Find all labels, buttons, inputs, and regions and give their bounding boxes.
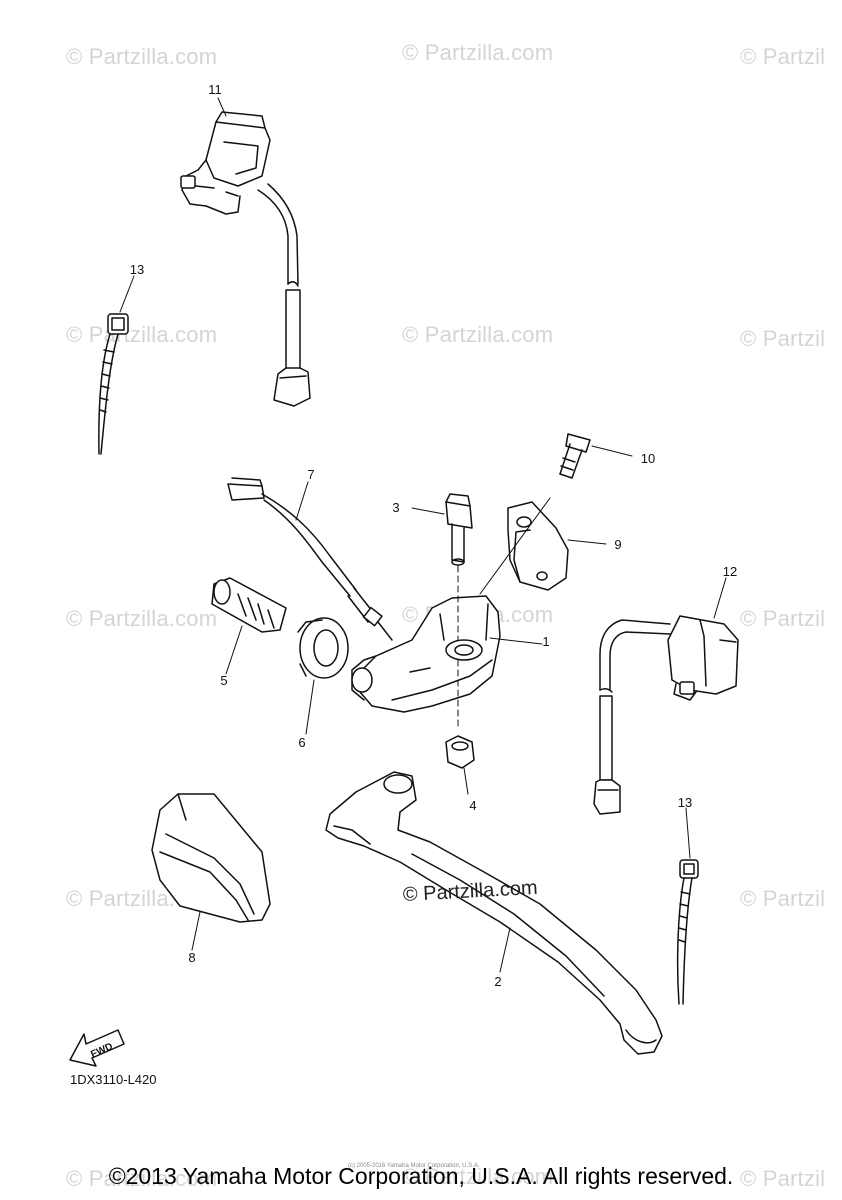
diagram-code: 1DX3110-L420 xyxy=(70,1072,157,1087)
part-5-adjuster xyxy=(211,577,287,633)
watermark: © Partzil xyxy=(740,1166,826,1191)
callout-2: 2 xyxy=(494,974,502,989)
callout-12: 12 xyxy=(722,564,738,579)
part-4-nut xyxy=(445,735,475,769)
callout-9: 9 xyxy=(614,537,622,552)
part-13-cable-tie-upper xyxy=(98,313,129,455)
leader-lines xyxy=(119,97,727,973)
callout-7: 7 xyxy=(307,467,315,482)
watermark: © Partzil xyxy=(740,326,826,351)
callout-8: 8 xyxy=(188,950,196,965)
part-7-switch-cable xyxy=(227,477,393,641)
copyright-notice: ©2013 Yamaha Motor Corporation, U.S.A. A… xyxy=(108,1163,734,1189)
tiny-credit: (c) 2005-2016 Yamaha Motor Corporation, … xyxy=(348,1163,480,1169)
part-10-bolt xyxy=(559,433,591,479)
callout-5: 5 xyxy=(220,673,228,688)
watermark: © Partzilla.com xyxy=(66,1166,218,1191)
callout-3: 3 xyxy=(392,500,400,515)
watermark: © Partzilla.com xyxy=(402,322,554,347)
callout-13-lower: 13 xyxy=(677,795,693,810)
callout-4: 4 xyxy=(469,798,477,813)
part-13-cable-tie-lower xyxy=(676,859,699,1005)
callout-1: 1 xyxy=(542,634,550,649)
watermark: © Partzilla.com xyxy=(402,40,554,65)
watermark: © Partzilla.com xyxy=(402,1164,554,1189)
callout-11: 11 xyxy=(208,82,222,97)
watermark: © Partzilla.com xyxy=(66,606,218,631)
part-6-locknut xyxy=(297,617,349,679)
part-12-switch xyxy=(593,615,739,815)
callout-6: 6 xyxy=(298,735,306,750)
watermark: © Partzil xyxy=(740,606,826,631)
fwd-arrow-icon xyxy=(69,1029,125,1067)
watermark: © Partzilla.com xyxy=(66,322,218,347)
callout-10: 10 xyxy=(640,451,656,466)
part-8-lever-guard xyxy=(151,793,271,923)
part-1-lever-bracket xyxy=(351,595,501,713)
watermark: © Partzilla.com xyxy=(66,44,218,69)
part-11-switch xyxy=(180,111,311,407)
watermark: © Partzil xyxy=(740,886,826,911)
part-9-clamp xyxy=(507,501,569,591)
part-3-pivot-bolt xyxy=(445,493,473,566)
watermark: © Partzil xyxy=(740,44,826,69)
callout-13-upper: 13 xyxy=(129,262,145,277)
part-2-lever xyxy=(325,771,663,1055)
